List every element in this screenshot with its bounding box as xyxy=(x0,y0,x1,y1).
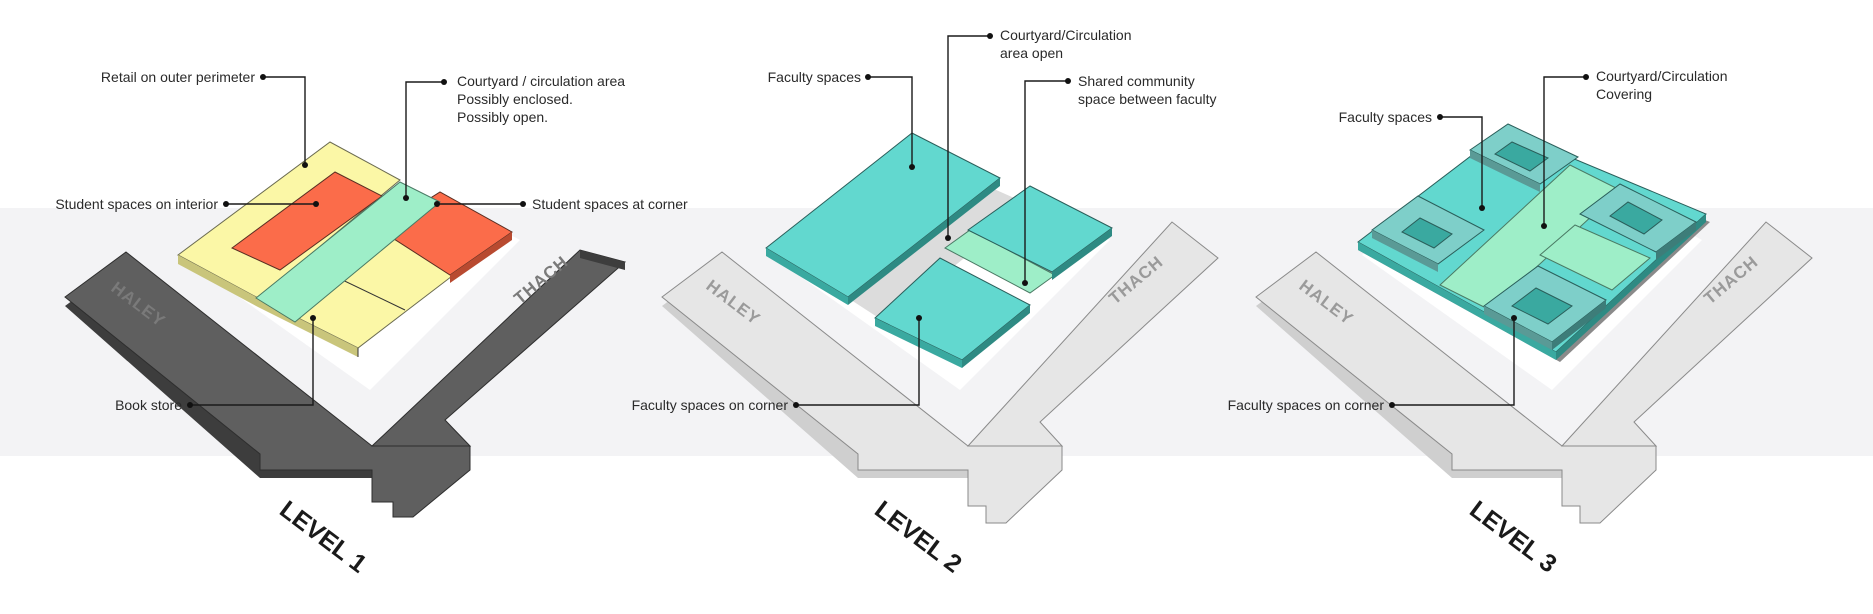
callout-faculty-corner-text: Faculty spaces on corner xyxy=(1228,397,1385,413)
faculty-spaces-right-side xyxy=(1052,228,1112,280)
faculty-spaces-corner-side-2 xyxy=(962,305,1030,368)
callout-courtyard-open-line-1: Courtyard/Circulation xyxy=(1000,27,1132,43)
callout-courtyard-open-line-2: area open xyxy=(1000,45,1063,61)
callout-faculty-corner: Faculty spaces on corner xyxy=(1228,315,1517,413)
callout-shared-community-line-2: space between faculty xyxy=(1078,91,1217,107)
callout-faculty-corner-text: Faculty spaces on corner xyxy=(632,397,789,413)
callout-faculty-corner: Faculty spaces on corner xyxy=(632,315,922,413)
callout-student-corner: Student spaces at corner xyxy=(434,196,688,212)
callout-courtyard-line-3: Possibly open. xyxy=(457,109,548,125)
panel-level-3: HALEY THACH xyxy=(1228,68,1813,579)
callout-faculty-spaces-text: Faculty spaces xyxy=(768,69,861,85)
courtyard-covering-branch xyxy=(1539,224,1651,291)
courtyard-circulation xyxy=(255,181,441,323)
callout-courtyard-covering: Courtyard/Circulation Covering xyxy=(1541,68,1728,229)
callout-courtyard-line-1: Courtyard / circulation area xyxy=(457,73,625,89)
callout-retail: Retail on outer perimeter xyxy=(101,69,308,168)
callout-student-interior-text: Student spaces on interior xyxy=(55,196,218,212)
level-2-label: LEVEL 2 xyxy=(869,495,966,578)
faculty-deck-side xyxy=(1358,242,1556,360)
callout-book-store-text: Book store xyxy=(115,397,182,413)
callout-courtyard-covering-line-1: Courtyard/Circulation xyxy=(1596,68,1728,84)
faculty-spaces-side-2 xyxy=(848,178,1000,305)
callout-shared-community: Shared community space between faculty xyxy=(1022,73,1217,286)
panel-level-2: HALEY THACH LEVEL 2 Faculty spaces Court… xyxy=(632,27,1219,579)
faculty-box-corner xyxy=(1483,265,1607,350)
faculty-box-right xyxy=(1579,183,1697,260)
callout-courtyard: Courtyard / circulation area Possibly en… xyxy=(403,73,625,201)
level-3-label: LEVEL 3 xyxy=(1464,495,1561,578)
student-spaces-corner-side xyxy=(450,232,512,283)
callout-book-store: Book store xyxy=(115,315,316,413)
callout-courtyard-open: Courtyard/Circulation area open xyxy=(945,27,1132,241)
faculty-spaces-side xyxy=(766,248,848,305)
callout-student-corner-text: Student spaces at corner xyxy=(532,196,688,212)
callout-student-interior: Student spaces on interior xyxy=(55,196,319,212)
retail-perimeter-side xyxy=(178,255,258,307)
thach-building-side xyxy=(580,250,625,270)
faculty-box-left xyxy=(1371,195,1485,272)
level-1-label: LEVEL 1 xyxy=(274,495,372,578)
callout-shared-community-line-1: Shared community xyxy=(1078,73,1195,89)
callout-faculty-spaces: Faculty spaces xyxy=(1339,109,1485,211)
thach-building xyxy=(370,249,627,447)
thach-building xyxy=(1560,221,1813,447)
callout-courtyard-line-2: Possibly enclosed. xyxy=(457,91,573,107)
faculty-box-top xyxy=(1469,123,1579,192)
callout-faculty-spaces: Faculty spaces xyxy=(768,69,915,170)
callout-faculty-spaces-text: Faculty spaces xyxy=(1339,109,1432,125)
callout-retail-text: Retail on outer perimeter xyxy=(101,69,255,85)
thach-building xyxy=(966,221,1219,447)
callout-courtyard-covering-line-2: Covering xyxy=(1596,86,1652,102)
